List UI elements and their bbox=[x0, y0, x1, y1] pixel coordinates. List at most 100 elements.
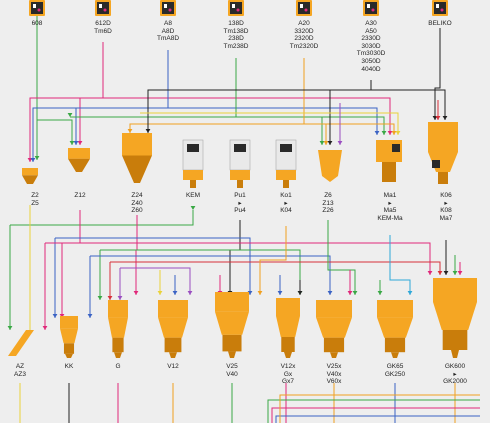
top-control-panel-1 bbox=[95, 0, 111, 16]
arrow-head bbox=[427, 271, 433, 275]
arrow-head bbox=[327, 291, 333, 295]
connection-line bbox=[140, 112, 399, 135]
arrow-head bbox=[257, 291, 263, 295]
hopper-top bbox=[428, 122, 458, 152]
connection-line bbox=[259, 226, 287, 295]
dosing-screen bbox=[432, 160, 440, 168]
bottom-unit-kk bbox=[60, 316, 78, 358]
unit-outlet bbox=[451, 350, 459, 358]
connection-line bbox=[37, 119, 73, 145]
top-unit-label-beliko: BELIKO bbox=[428, 20, 452, 27]
top-unit-label-a20: A20 3320D 2320D Tm2320D bbox=[289, 20, 319, 50]
arrow-head bbox=[297, 291, 303, 295]
top-control-panel-6 bbox=[432, 0, 448, 16]
mid-unit-label-z24: Z24 Z40 Z60 bbox=[131, 192, 143, 215]
unit-mid bbox=[158, 317, 188, 338]
arrow-head bbox=[157, 291, 163, 295]
mid-unit-label-z2: Z2 Z5 bbox=[31, 192, 39, 207]
bottom-unit-label-g: G bbox=[115, 363, 121, 370]
mixer-outlet bbox=[237, 180, 243, 188]
top-control-panel-2 bbox=[160, 0, 176, 16]
arrow-head bbox=[442, 116, 448, 120]
arrow-head bbox=[457, 271, 463, 275]
hopper-body bbox=[22, 168, 38, 176]
mid-unit-label-ma1: Ma1 ▸ Ma5 KEM-Ma bbox=[377, 192, 403, 222]
unit-top bbox=[276, 298, 300, 316]
bottom-unit-gk65 bbox=[377, 300, 413, 358]
unit-mid bbox=[60, 328, 78, 344]
mid-unit-ko1 bbox=[275, 139, 297, 188]
panel-led bbox=[168, 8, 172, 12]
arrow-head bbox=[69, 141, 75, 145]
connection-line bbox=[329, 89, 371, 145]
unit-base bbox=[384, 337, 406, 353]
unit-top bbox=[60, 316, 78, 329]
bottom-unit-v12x bbox=[276, 298, 300, 358]
unit-outlet bbox=[169, 352, 177, 358]
unit-base bbox=[63, 343, 75, 354]
panel-screen bbox=[230, 2, 242, 14]
mixer-base bbox=[183, 170, 203, 180]
mixer-screen bbox=[234, 144, 246, 152]
mid-unit-label-z6: Z6 Z13 Z26 bbox=[322, 192, 334, 215]
bottom-unit-label-kk: KK bbox=[64, 363, 74, 370]
unit-mid bbox=[276, 316, 300, 337]
arrow-head bbox=[77, 141, 83, 145]
unit-outlet bbox=[284, 352, 292, 358]
arrow-head bbox=[277, 291, 283, 295]
bottom-unit-az bbox=[8, 330, 34, 356]
mid-unit-pu1 bbox=[229, 139, 251, 188]
unit-mid bbox=[433, 302, 477, 330]
unit-mid bbox=[108, 317, 128, 338]
connection-line bbox=[271, 407, 480, 423]
connection-line bbox=[45, 242, 431, 275]
panel-screen bbox=[97, 2, 109, 14]
arrow-head bbox=[377, 291, 383, 295]
dosing-outlet bbox=[438, 172, 448, 184]
unit-base bbox=[442, 330, 468, 350]
connection-line bbox=[275, 415, 480, 423]
unit-top bbox=[108, 300, 128, 318]
unit-outlet bbox=[228, 351, 236, 358]
unit-mid bbox=[377, 317, 413, 338]
unit-mid bbox=[316, 317, 352, 338]
connection-line bbox=[79, 97, 103, 145]
unit-mid bbox=[215, 311, 249, 335]
unit-outlet bbox=[330, 352, 338, 358]
bottom-unit-label-v12: V12 bbox=[167, 363, 179, 370]
connection-line bbox=[327, 220, 356, 295]
connection-line bbox=[103, 97, 391, 135]
unit-base bbox=[164, 337, 182, 353]
bottom-unit-label-gk65: GK65 GK250 bbox=[384, 363, 406, 378]
panel-led bbox=[37, 8, 41, 12]
panel-display bbox=[99, 4, 102, 8]
top-unit-label-a30: A30 A50 2330D 3030D Tm3030D 3050D 4040D bbox=[356, 20, 386, 73]
top-unit-label-138d: 138D Tm138D 238D Tm238D bbox=[223, 20, 249, 50]
arrow-head bbox=[437, 271, 443, 275]
arrow-head bbox=[87, 314, 93, 318]
mid-unit-label-kem: KEM bbox=[185, 192, 201, 199]
connection-line bbox=[110, 261, 441, 275]
connection-line bbox=[168, 107, 378, 135]
unit-base bbox=[281, 337, 295, 352]
mid-unit-z2 bbox=[22, 168, 38, 184]
dosing-base bbox=[382, 162, 396, 182]
arrow-head bbox=[30, 158, 36, 162]
mixer-screen bbox=[187, 144, 199, 152]
connection-line bbox=[55, 237, 251, 295]
mid-unit-label-ko1: Ko1 ▸ K04 bbox=[280, 192, 292, 215]
panel-display bbox=[164, 4, 167, 8]
arrow-head bbox=[133, 291, 139, 295]
unit-top bbox=[433, 278, 477, 302]
top-control-panel-5 bbox=[363, 0, 379, 16]
dosing-screen bbox=[392, 144, 400, 152]
connection-line bbox=[434, 28, 441, 120]
unit-top bbox=[316, 300, 352, 318]
bottom-unit-g bbox=[108, 300, 128, 358]
panel-screen bbox=[365, 2, 377, 14]
arrow-head bbox=[34, 156, 40, 160]
arrow-head bbox=[347, 291, 353, 295]
arrow-head bbox=[172, 291, 178, 295]
